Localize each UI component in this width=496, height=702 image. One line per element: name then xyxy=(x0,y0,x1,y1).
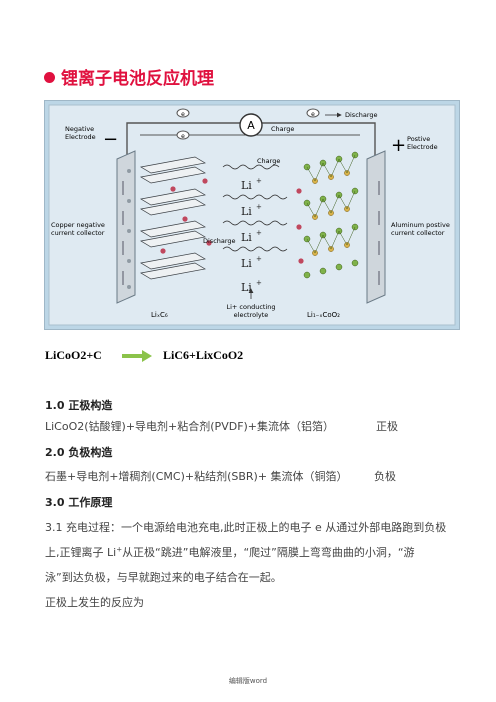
section-3-heading: 3.0 工作原理 xyxy=(45,496,113,509)
electron-icon xyxy=(306,108,320,118)
section-3-paragraph-line: 正极上发生的反应为 xyxy=(45,596,144,609)
electron-label: e xyxy=(181,133,185,140)
page-footer: 编辑版word xyxy=(228,677,268,685)
svg-text:+: + xyxy=(256,255,262,263)
svg-text:+: + xyxy=(256,279,262,287)
ion-wavy-arrows xyxy=(222,164,288,252)
aluminum-collector-label: Aluminum postive xyxy=(391,221,450,229)
section-2-tag: 负极 xyxy=(374,470,396,483)
aluminum-collector xyxy=(366,150,386,304)
cathode-structure xyxy=(296,151,359,279)
electron-label: e xyxy=(311,111,315,118)
section-1-body: LiCoO2(钴酸锂)+导电剂+粘合剂(PVDF)+集流体（铝箔） xyxy=(45,420,335,433)
positive-label: Electrode xyxy=(407,143,438,151)
green-arrow-icon xyxy=(122,350,152,362)
aluminum-collector-label: current collector xyxy=(391,229,445,237)
plus-sign: + xyxy=(391,135,406,156)
section-2-heading: 2.0 负极构造 xyxy=(45,446,113,459)
li-ion-label: Li xyxy=(241,205,252,218)
section-3-paragraph-line: 上,正锂离子 Li+从正极“跳进”电解液里，“爬过”隔膜上弯弯曲曲的小洞，“游 xyxy=(45,544,415,560)
ammeter-label: A xyxy=(247,119,255,132)
charge-label: Charge xyxy=(257,157,280,165)
section-2-body: 石墨+导电剂+增稠剂(CMC)+粘结剂(SBR)+ 集流体（铜箔） xyxy=(45,470,348,483)
superscript-plus: + xyxy=(116,545,123,554)
ion-charge-signs: + + + + + xyxy=(256,177,262,287)
electron-label: e xyxy=(181,111,185,118)
bullet-dot xyxy=(44,72,55,83)
li-ion-label: Li xyxy=(241,281,252,294)
li-atoms-anode xyxy=(160,178,212,254)
electrolyte-label: electrolyte xyxy=(234,311,269,319)
negative-label: Negative xyxy=(65,125,94,133)
section-1-tag: 正极 xyxy=(376,420,398,433)
graphite-anode xyxy=(140,156,206,280)
electron-icon xyxy=(176,108,190,118)
discharge-label: Discharge xyxy=(203,237,236,245)
equation-left: LiCoO2+C xyxy=(45,348,102,362)
negative-label: Electrode xyxy=(65,133,96,141)
collector-arrows xyxy=(122,181,380,285)
copper-collector xyxy=(116,150,136,304)
li-ion-label: Li xyxy=(241,257,252,270)
minus-sign: − xyxy=(103,129,118,150)
svg-text:+: + xyxy=(256,177,262,185)
equation-right: LiC6+LixCoO2 xyxy=(163,348,244,362)
ammeter-icon xyxy=(239,113,263,137)
electron-dots xyxy=(127,169,131,289)
discharge-label-top: Discharge xyxy=(345,111,378,119)
electron-icon xyxy=(176,130,190,140)
positive-label: Postive xyxy=(407,135,430,143)
text-run: 上,正锂离子 Li xyxy=(45,546,117,559)
charge-label-top: Charge xyxy=(271,125,294,133)
section-1-heading: 1.0 正极构造 xyxy=(45,399,113,412)
text-run: 从正极“跳进”电解液里，“爬过”隔膜上弯弯曲曲的小洞，“游 xyxy=(122,546,415,559)
battery-diagram: A e e e Discharge Charge Negative Electr… xyxy=(44,100,460,330)
cathode-material-label: Li₁₋ₓCoO₂ xyxy=(307,311,340,319)
page-title: 锂离子电池反应机理 xyxy=(44,64,214,89)
page-title-text: 锂离子电池反应机理 xyxy=(61,69,214,89)
section-3-paragraph-line: 泳”到达负极，与早就跑过来的电子结合在一起。 xyxy=(45,571,282,584)
section-3-paragraph-line: 3.1 充电过程：一个电源给电池充电,此时正极上的电子 e 从通过外部电路跑到负… xyxy=(45,521,447,534)
battery-diagram-svg: A e e e Discharge Charge Negative Electr… xyxy=(48,104,456,326)
svg-text:+: + xyxy=(256,229,262,237)
li-ion-label: Li xyxy=(241,179,252,192)
svg-text:+: + xyxy=(256,203,262,211)
copper-collector-label: current collector xyxy=(51,229,105,237)
anode-material-label: LiₓC₆ xyxy=(151,311,168,319)
copper-collector-label: Copper negative xyxy=(51,221,105,229)
electrolyte-label: Li+ conducting xyxy=(226,303,275,311)
li-ion-label: Li xyxy=(241,231,252,244)
